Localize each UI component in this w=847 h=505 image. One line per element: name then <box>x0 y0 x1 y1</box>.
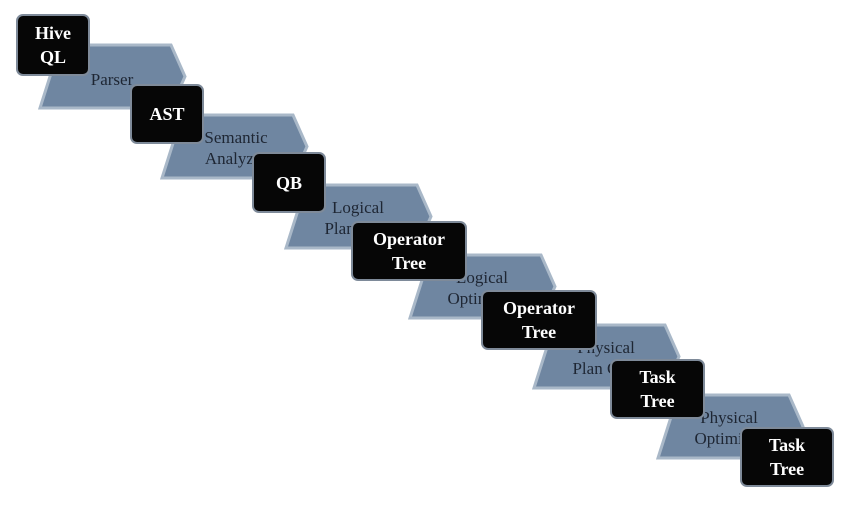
artifact-box-line: Tree <box>769 459 805 479</box>
stage-label: Parser <box>47 69 177 90</box>
artifact-box-line: AST <box>149 104 185 124</box>
artifact-box-line: QL <box>39 47 66 67</box>
stage-label-line: Semantic <box>204 128 268 147</box>
artifact-box-line: Task <box>768 435 806 455</box>
stage-label-line: Logical <box>456 268 508 287</box>
artifact-box-line: Tree <box>391 253 427 273</box>
artifact-box-line: Tree <box>640 391 675 411</box>
artifact-box-line: Tree <box>521 322 557 342</box>
artifact-box: AST <box>130 84 204 144</box>
stage-label-line: Analyzer <box>204 149 268 168</box>
stage-label-line: Physical <box>700 408 758 427</box>
artifact-box-line: Operator <box>373 229 445 249</box>
artifact-box-line: Task <box>639 367 676 387</box>
stage-label-line: Parser <box>90 70 134 89</box>
artifact-box-line: Hive <box>35 23 71 43</box>
artifact-box: QB <box>252 152 326 213</box>
stage-label-line: Logical <box>332 198 384 217</box>
artifact-box-line: QB <box>275 172 302 193</box>
artifact-box-line: Operator <box>503 298 575 318</box>
